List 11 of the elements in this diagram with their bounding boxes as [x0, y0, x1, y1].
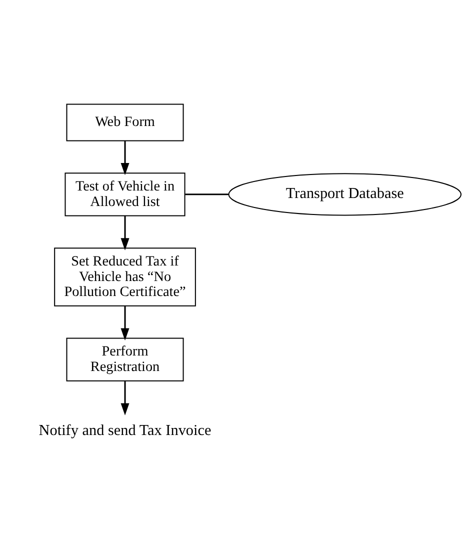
node-box: Test of Vehicle in Allowed list	[64, 172, 185, 216]
node-box: Set Reduced Tax if Vehicle has “No Pollution Certificate”	[54, 247, 196, 306]
node-ellipse: Transport Database	[228, 172, 461, 216]
node-box: Web Form	[66, 103, 184, 141]
connector	[184, 193, 228, 195]
arrow	[120, 215, 129, 250]
arrow	[120, 380, 129, 415]
arrow	[120, 306, 129, 340]
node-box: Perform Registration	[66, 337, 184, 381]
arrow	[120, 140, 129, 175]
node-text: Notify and send Tax Invoice	[38, 422, 211, 439]
